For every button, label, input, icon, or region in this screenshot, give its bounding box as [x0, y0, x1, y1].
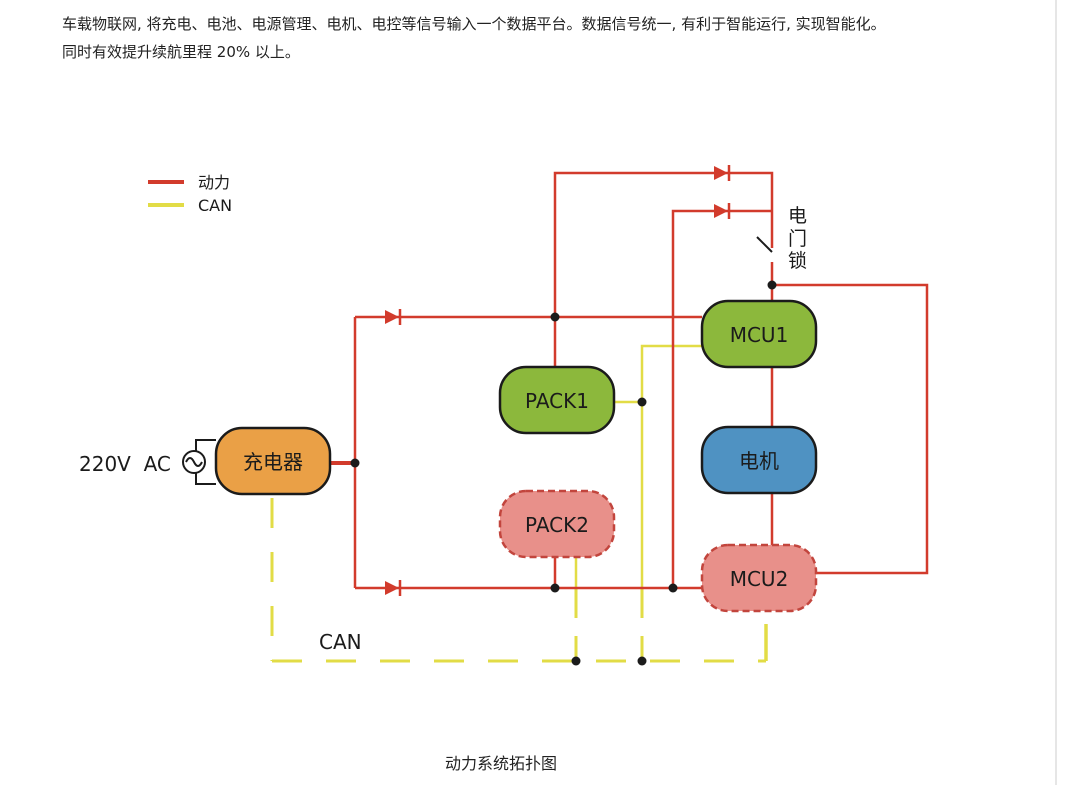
- can-bus-wiring: [270, 344, 768, 666]
- ac-source-label: 220V AC: [79, 452, 171, 476]
- legend: 动力 CAN: [148, 173, 232, 215]
- power-junction-pack1: [550, 312, 560, 322]
- can-junction-bus-1: [571, 656, 581, 666]
- door-lock-label: 电 门 锁: [788, 205, 807, 272]
- mcu1-label: MCU1: [730, 323, 789, 347]
- node-mcu1: MCU1: [700, 299, 818, 369]
- ac-wave-icon: [185, 457, 203, 467]
- mcu2-label: MCU2: [730, 567, 789, 591]
- diode-top-left: [385, 309, 402, 325]
- door-lock-char-1: 电: [788, 205, 807, 227]
- node-pack1: PACK1: [498, 365, 616, 435]
- ac-source: 220V AC: [79, 439, 216, 485]
- intro-line-2: 同时有效提升续航里程 20% 以上。: [62, 43, 300, 61]
- power-junction-charger: [350, 458, 360, 468]
- legend-power-label: 动力: [198, 173, 230, 192]
- can-link-pack1-mcu1: [614, 344, 702, 404]
- diode-bottom-left: [385, 580, 402, 596]
- power-junction-lock: [767, 280, 777, 290]
- diode-upper: [714, 165, 731, 181]
- can-junction-bus-2: [637, 656, 647, 666]
- charger-label: 充电器: [243, 450, 303, 474]
- motor-label: 电机: [739, 449, 779, 473]
- node-pack2: PACK2: [498, 489, 616, 559]
- legend-can-label: CAN: [198, 196, 232, 215]
- node-charger: 充电器: [214, 426, 332, 496]
- can-bus-label: CAN: [319, 630, 362, 654]
- diode-lower: [714, 203, 731, 219]
- door-lock-switch: [756, 236, 773, 253]
- page-edge-rule: [1055, 0, 1057, 785]
- intro-line-1: 车载物联网, 将充电、电池、电源管理、电机、电控等信号输入一个数据平台。数据信号…: [62, 15, 886, 33]
- node-mcu2: MCU2: [700, 543, 818, 613]
- intro-paragraph: 车载物联网, 将充电、电池、电源管理、电机、电控等信号输入一个数据平台。数据信号…: [62, 10, 1052, 66]
- power-wiring: [330, 165, 929, 596]
- power-pack-column: [671, 209, 772, 588]
- power-junction-column: [668, 583, 678, 593]
- door-lock-char-3: 锁: [788, 250, 807, 272]
- power-lock-return: [772, 283, 929, 575]
- pack2-label: PACK2: [525, 513, 589, 537]
- can-junction-pack1: [637, 397, 647, 407]
- pack1-label: PACK1: [525, 389, 589, 413]
- diagram-caption: 动力系统拓扑图: [444, 754, 557, 773]
- door-lock-char-2: 门: [788, 228, 807, 250]
- node-motor: 电机: [700, 425, 818, 495]
- power-junction-pack2: [550, 583, 560, 593]
